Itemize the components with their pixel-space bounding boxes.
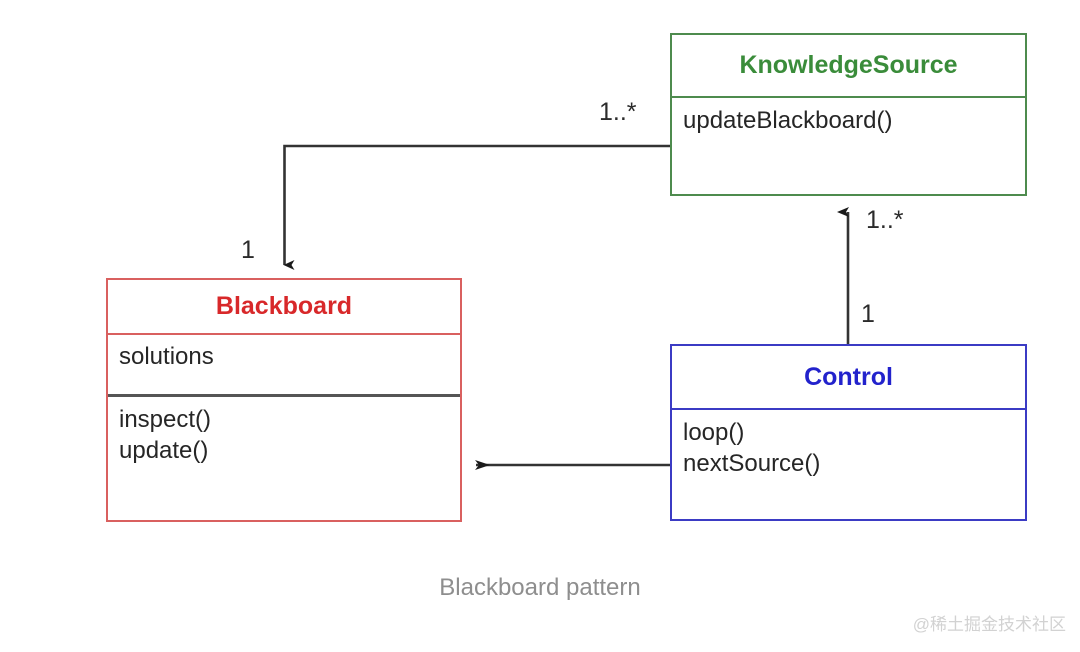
multiplicity-knowledgesource-end: 1..* — [599, 98, 637, 126]
multiplicity-control-end: 1 — [861, 300, 875, 328]
class-methods-knowledgesource: updateBlackboard() — [683, 107, 893, 134]
connector-knowledgesource-blackboard — [283, 144, 670, 270]
class-box-control[interactable]: Control loop() nextSource() — [670, 344, 1027, 521]
class-title-knowledgesource: KnowledgeSource — [672, 35, 1025, 98]
watermark: @稀土掘金技术社区 — [912, 615, 1066, 634]
class-title-control: Control — [672, 346, 1025, 410]
class-attributes-blackboard: solutions — [108, 335, 460, 397]
multiplicity-knowledgesource-control-end: 1..* — [866, 206, 904, 234]
class-methods-control: loop() nextSource() — [683, 419, 821, 477]
class-box-blackboard[interactable]: Blackboard solutions inspect() update() — [106, 278, 462, 522]
multiplicity-blackboard-end: 1 — [241, 236, 255, 264]
class-title-blackboard: Blackboard — [108, 280, 460, 335]
class-methods-blackboard: inspect() update() — [119, 406, 212, 464]
diagram-caption: Blackboard pattern — [439, 574, 641, 601]
class-box-knowledgesource[interactable]: KnowledgeSource updateBlackboard() — [670, 33, 1027, 196]
